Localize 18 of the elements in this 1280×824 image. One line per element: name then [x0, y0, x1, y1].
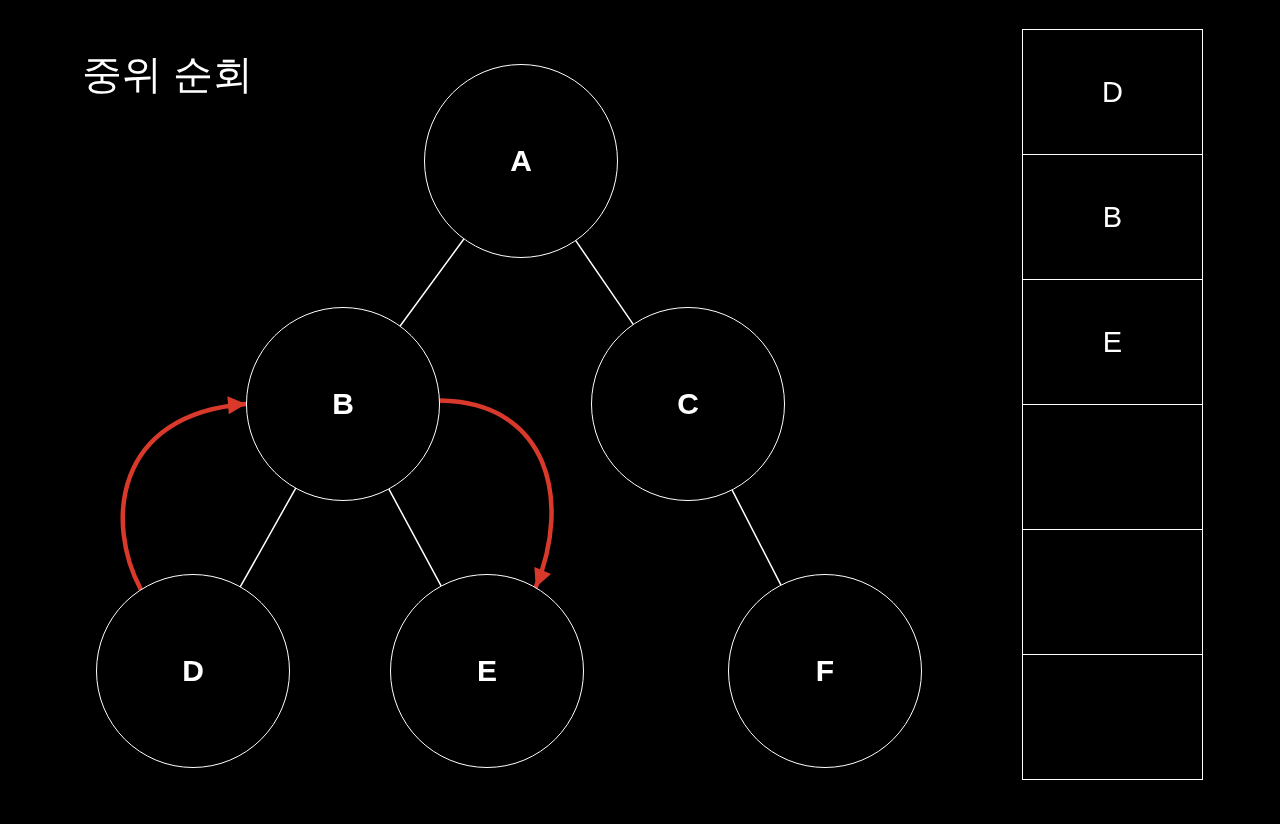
table-cell: E — [1022, 279, 1203, 405]
empty-table-cell — [1022, 654, 1203, 780]
connector-line — [575, 240, 634, 325]
empty-table-cell — [1022, 404, 1203, 530]
connector-line — [731, 489, 782, 586]
table-cell: D — [1022, 29, 1203, 155]
title: 중위 순회 — [82, 51, 254, 98]
tree-node: B — [246, 307, 440, 501]
tree-node: A — [424, 64, 618, 258]
tree-node: C — [591, 307, 785, 501]
connector-line — [399, 238, 465, 327]
empty-table-cell — [1022, 529, 1203, 655]
connector-line — [239, 487, 297, 588]
connector-line — [388, 488, 442, 587]
tree-node: E — [390, 574, 584, 768]
tree-node: F — [728, 574, 922, 768]
tree-node: D — [96, 574, 290, 768]
table-cell: B — [1022, 154, 1203, 280]
